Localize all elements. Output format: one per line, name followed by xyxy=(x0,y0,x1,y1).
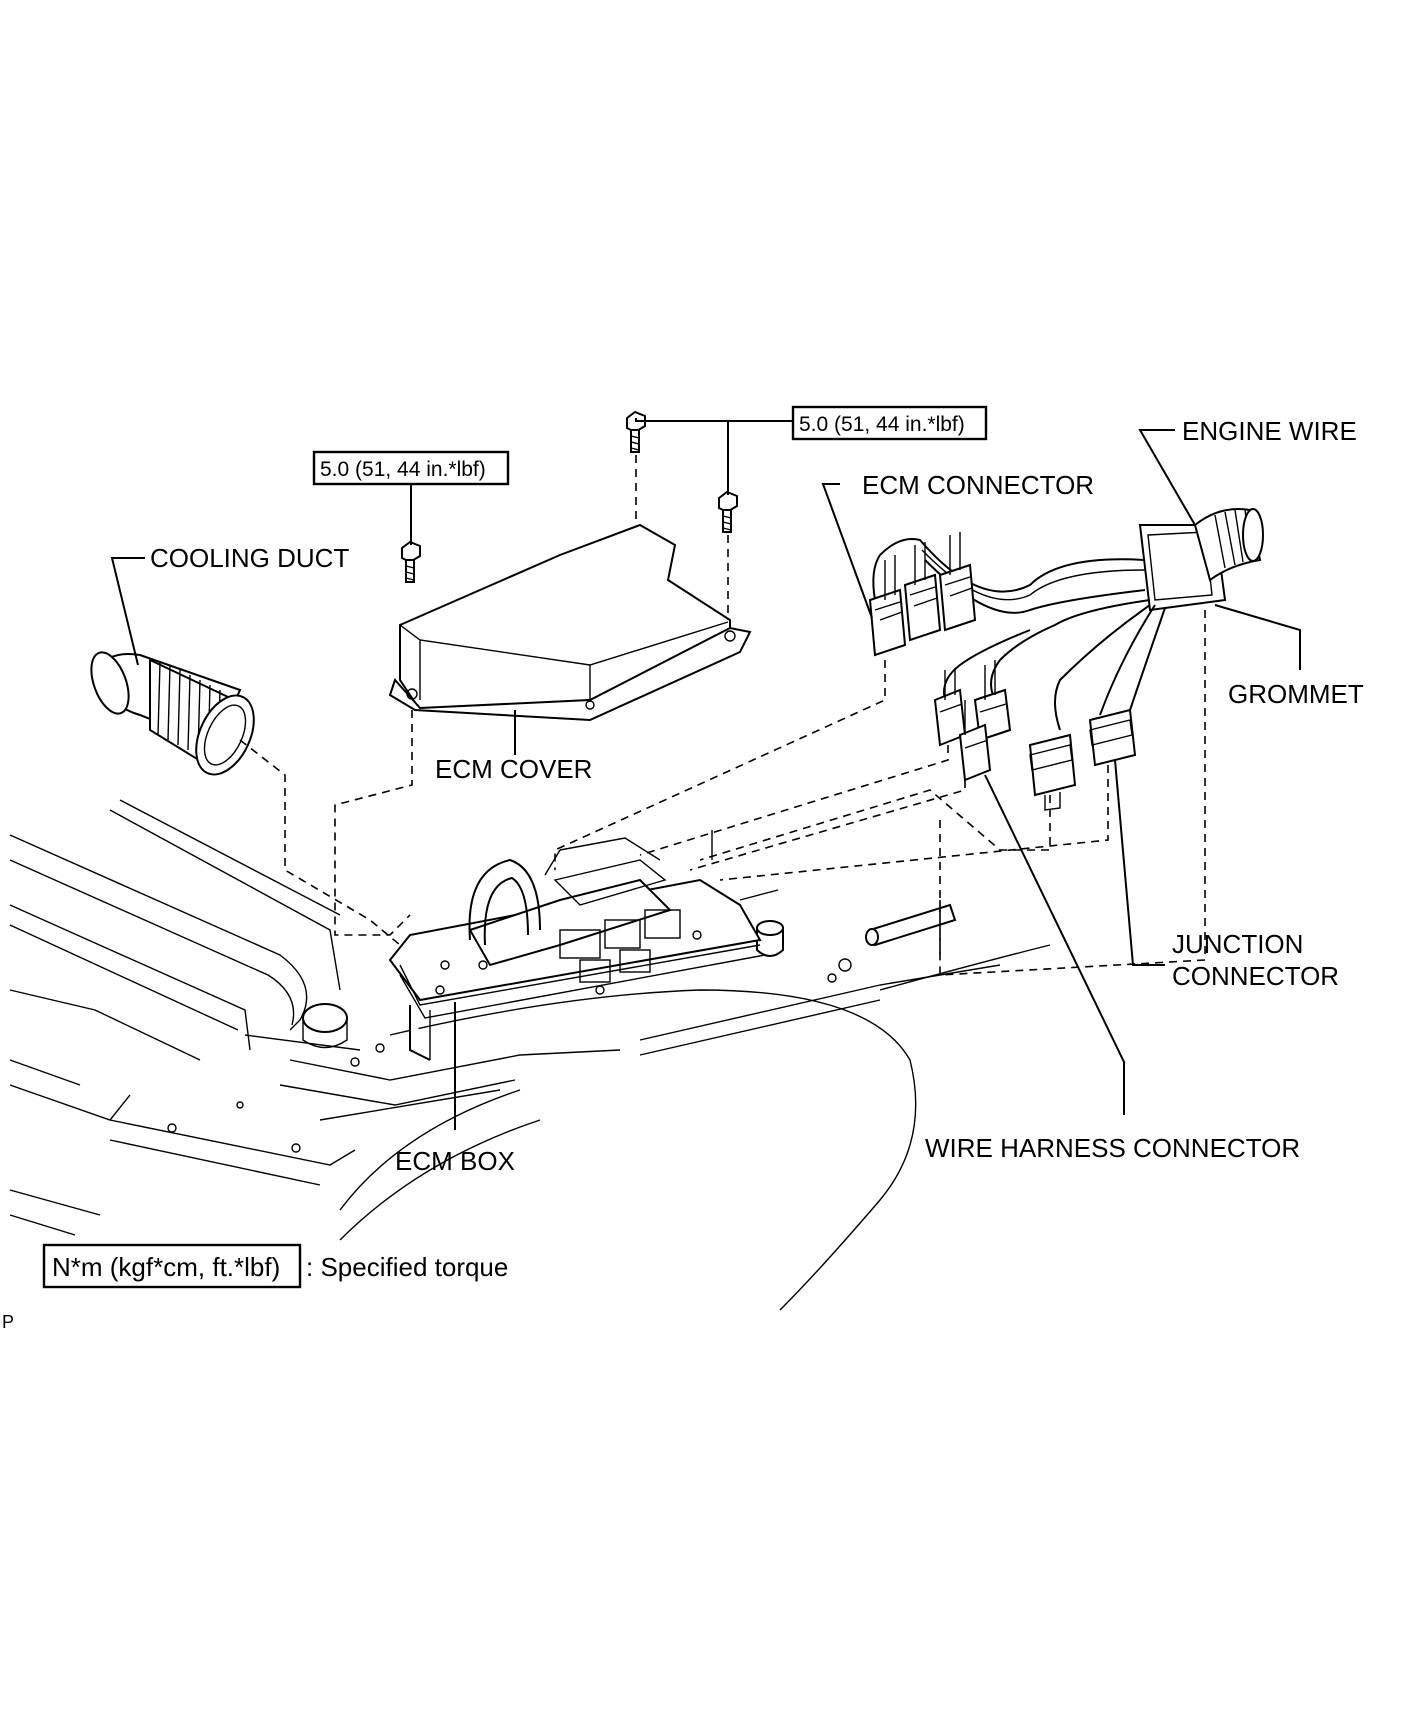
torque-spec-left-text: 5.0 (51, 44 in.*lbf) xyxy=(320,458,486,481)
legend-units: N*m (kgf*cm, ft.*lbf) xyxy=(52,1252,280,1282)
label-junction-connector-line1: JUNCTION xyxy=(1172,929,1303,959)
ecm-cover xyxy=(388,523,752,722)
label-grommet: GROMMET xyxy=(1228,679,1364,709)
ecm-box xyxy=(388,830,779,1061)
callout-labels: COOLING DUCT ECM COVER ECM CONNECTOR ENG… xyxy=(150,416,1364,1176)
bolt-icon xyxy=(401,540,421,583)
junction-connector-plugs xyxy=(1028,708,1137,811)
torque-spec-right: 5.0 (51, 44 in.*lbf) xyxy=(791,405,988,441)
cooling-duct xyxy=(90,651,255,776)
alignment-lines xyxy=(239,455,1206,976)
label-engine-wire: ENGINE WIRE xyxy=(1182,416,1357,446)
legend-description: : Specified torque xyxy=(306,1252,508,1282)
label-wire-harness-connector: WIRE HARNESS CONNECTOR xyxy=(925,1133,1300,1163)
torque-spec-left: 5.0 (51, 44 in.*lbf) xyxy=(312,450,510,486)
ecm-connector-plugs xyxy=(868,532,977,657)
torque-legend: N*m (kgf*cm, ft.*lbf) : Specified torque xyxy=(42,1243,508,1289)
corner-mark: P xyxy=(2,1312,14,1332)
label-cooling-duct: COOLING DUCT xyxy=(150,543,349,573)
leader-lines xyxy=(110,418,1301,1130)
label-ecm-cover: ECM COVER xyxy=(435,754,592,784)
label-junction-connector-line2: CONNECTOR xyxy=(1172,961,1339,991)
label-ecm-box: ECM BOX xyxy=(395,1146,515,1176)
engine-wire-harness xyxy=(868,508,1264,811)
torque-spec-right-text: 5.0 (51, 44 in.*lbf) xyxy=(799,413,965,436)
bolt-icon xyxy=(718,490,738,533)
label-ecm-connector: ECM CONNECTOR xyxy=(862,470,1094,500)
wire-harness-connector-plugs xyxy=(933,660,1012,782)
